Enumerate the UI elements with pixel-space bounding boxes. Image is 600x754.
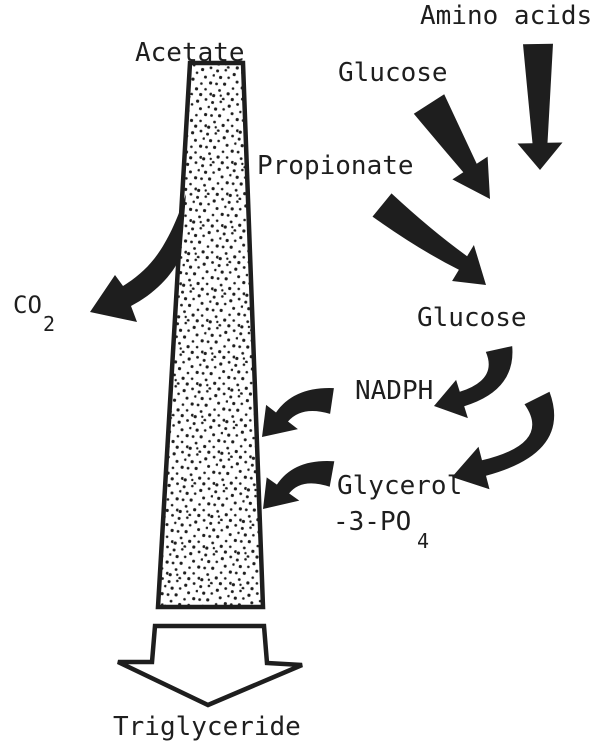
glucose-top-label: Glucose bbox=[338, 58, 448, 88]
triglyceride-label: Triglyceride bbox=[113, 712, 301, 742]
amino-acids-arrow bbox=[517, 43, 563, 171]
nadph-label: NADPH bbox=[355, 376, 434, 406]
glycerol-po-text: -3-PO bbox=[333, 507, 412, 537]
co2-arrow bbox=[90, 194, 186, 322]
co2-subscript: 2 bbox=[43, 312, 56, 336]
glycerol-to-column-arrow bbox=[263, 460, 335, 509]
acetate-label: Acetate bbox=[135, 38, 245, 68]
glucose-input-arrow bbox=[413, 94, 490, 199]
co2-label: CO 2 bbox=[13, 291, 55, 334]
glycerol-label-line2: -3-PO 4 bbox=[333, 507, 429, 551]
propionate-arrow bbox=[372, 193, 486, 285]
glucose-to-nadph-arrow bbox=[434, 346, 513, 419]
glycerol-subscript: 4 bbox=[417, 529, 430, 553]
glucose-mid-label: Glucose bbox=[417, 303, 527, 333]
substrate-column bbox=[155, 60, 266, 610]
glucose-to-glycerol-arrow bbox=[452, 391, 555, 490]
co2-base: CO bbox=[13, 291, 42, 319]
triglyceride-output-arrow bbox=[117, 623, 303, 708]
nadph-to-column-arrow bbox=[262, 388, 334, 437]
glycerol-label-line1: Glycerol bbox=[337, 471, 463, 501]
arrows-layer bbox=[262, 43, 563, 509]
amino-acids-label: Amino acids bbox=[420, 1, 593, 31]
propionate-label: Propionate bbox=[257, 151, 414, 181]
